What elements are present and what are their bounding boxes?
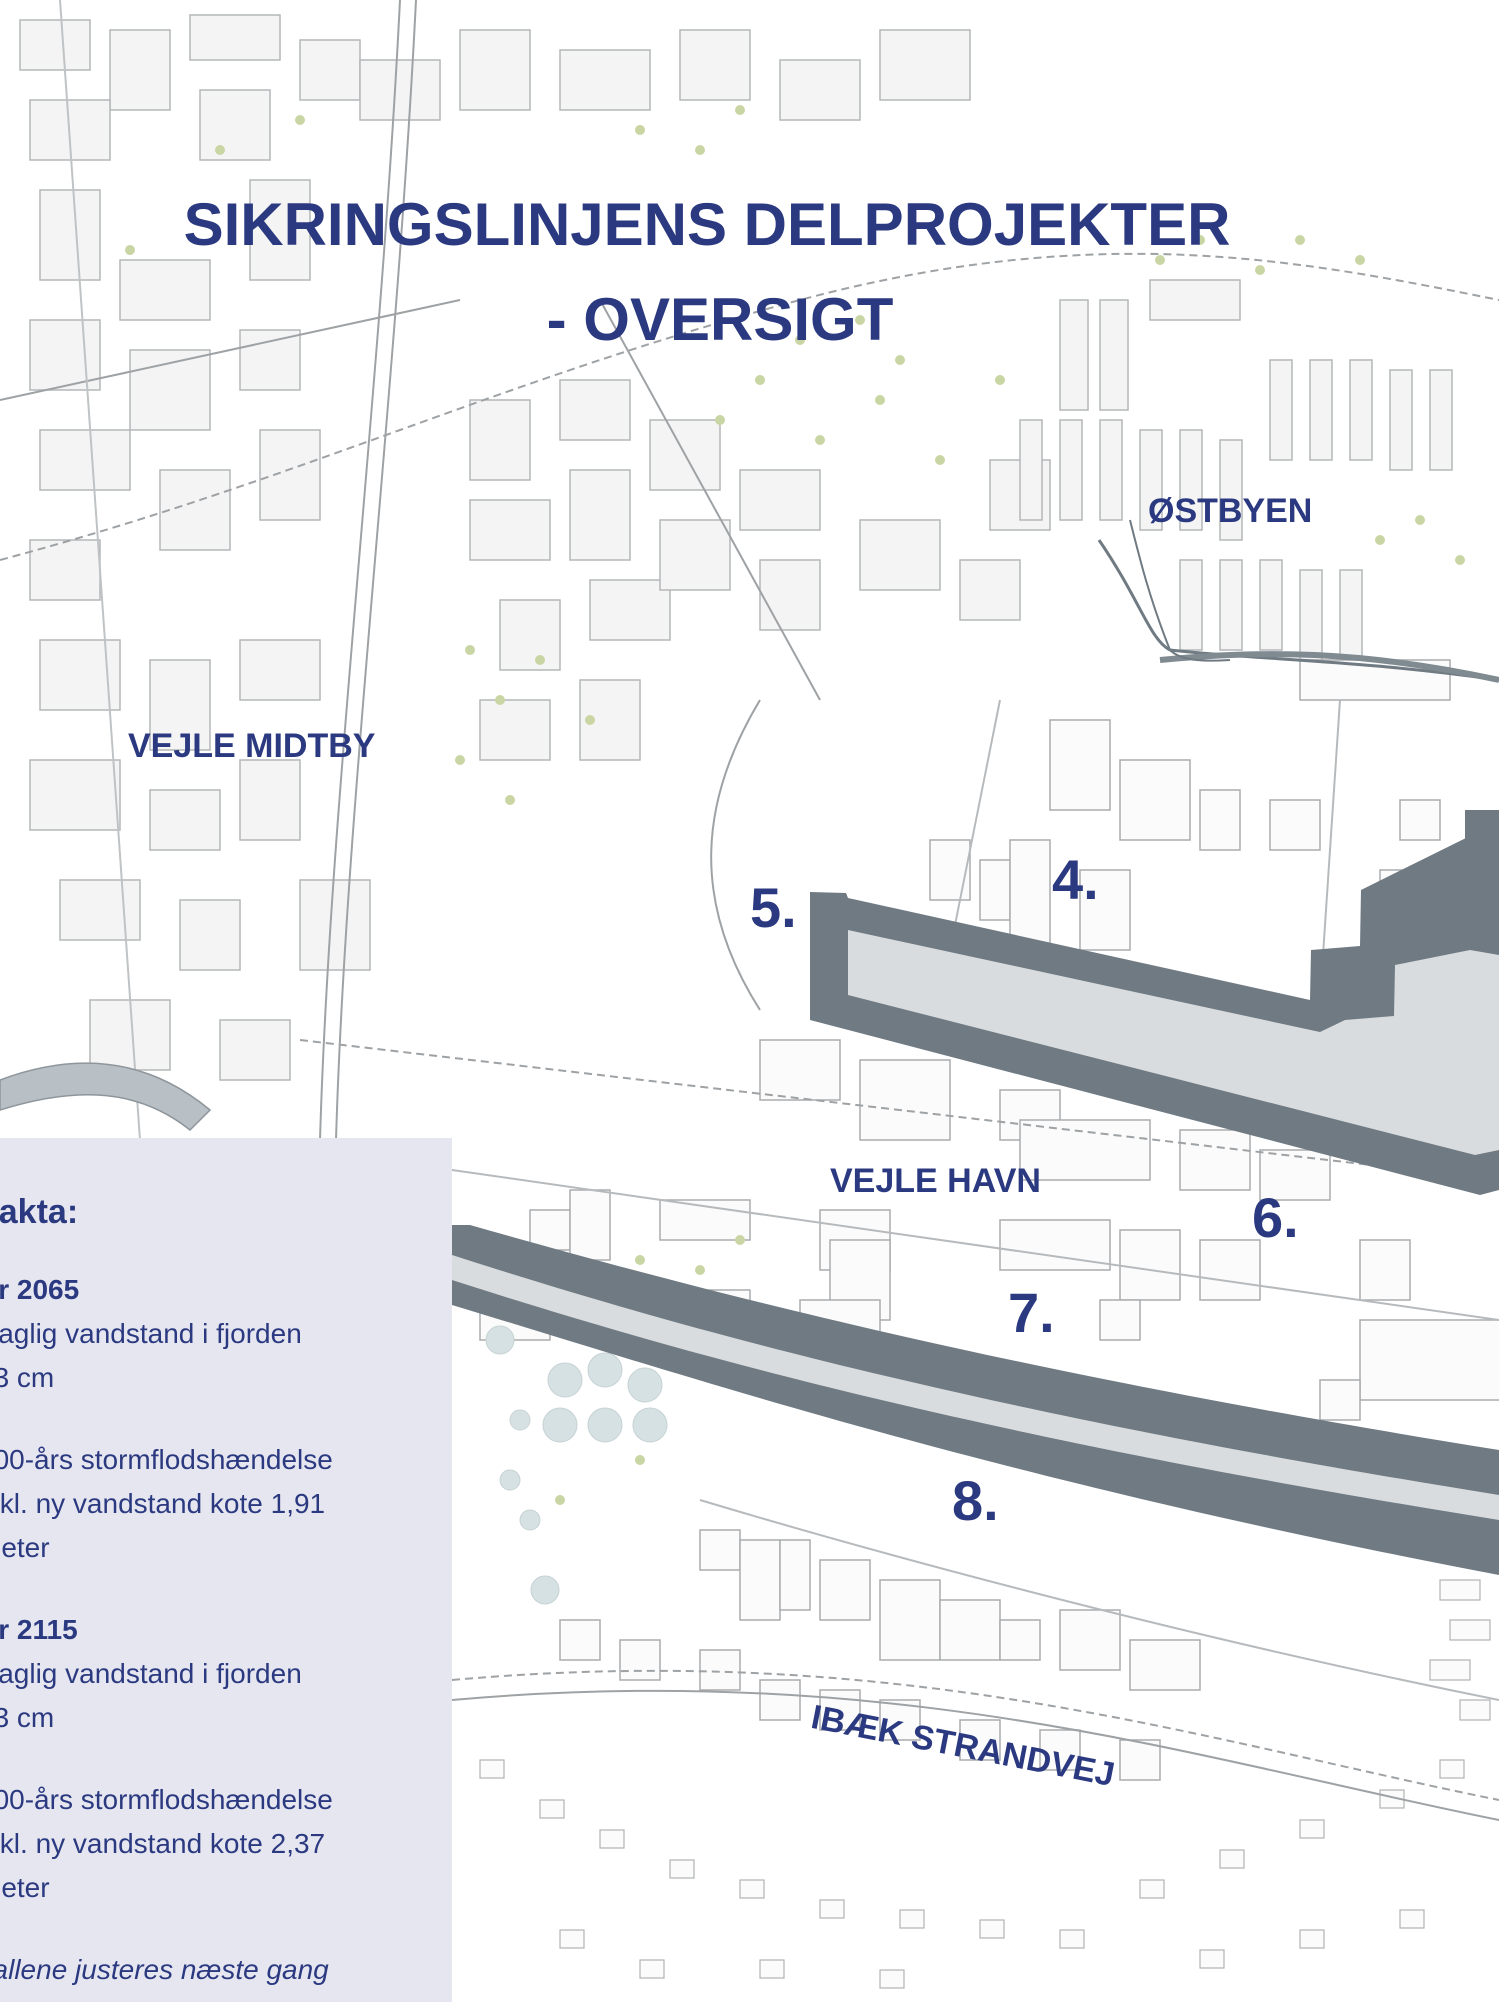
place-label-ostbyen: ØSTBYEN: [1148, 492, 1313, 530]
roads: [0, 0, 1499, 1821]
place-label-vejle-midtby: VEJLE MIDTBY: [128, 727, 376, 765]
facts-2115-storm-line-2: inkl. ny vandstand kote 2,37: [0, 1828, 326, 1859]
facts-note: Tallene justeres næste gang: [0, 1954, 329, 1985]
facts-year-2065: Ar 2065: [0, 1274, 80, 1305]
map-title-line-2: - OVERSIGT: [546, 286, 894, 353]
subproject-label-6: 6.: [1252, 1186, 1299, 1249]
map-title-line-1: SIKRINGSLINJENS DELPROJEKTER: [183, 191, 1231, 258]
subproject-label-5: 5.: [750, 876, 797, 939]
facts-content: Fakta: Ar 2065 Daglig vandstand i fjorde…: [0, 1190, 448, 1992]
place-label-vejle-havn: VEJLE HAVN: [830, 1162, 1041, 1200]
facts-2115-storm-line-3: meter: [0, 1872, 50, 1903]
harbour-buildings: [479, 659, 1499, 1781]
subproject-label-7: 7.: [1008, 1281, 1055, 1344]
protection-line-fjord: [452, 1225, 1499, 1575]
facts-2065-storm-line-3: meter: [0, 1532, 50, 1563]
facts-heading: Fakta:: [0, 1193, 79, 1231]
facts-year-2115: Ar 2115: [0, 1614, 78, 1645]
facts-2065-daily-line-2: 33 cm: [0, 1362, 55, 1393]
subproject-label-8: 8.: [952, 1469, 999, 1532]
facts-2065-storm-line-1: 100-års stormflodshændelse: [0, 1444, 333, 1475]
vegetation: [125, 105, 1465, 1505]
facts-2115-daily-line-2: 83 cm: [0, 1702, 55, 1733]
subproject-label-4: 4.: [1052, 848, 1099, 911]
district-boundary: [1129, 519, 1231, 662]
river: [0, 1062, 212, 1132]
facts-2115-daily-line-1: Daglig vandstand i fjorden: [0, 1658, 302, 1689]
facts-panel: Fakta: Ar 2065 Daglig vandstand i fjorde…: [0, 1138, 452, 2002]
treatment-tanks: [485, 1325, 668, 1605]
facts-2065-daily-line-1: Daglig vandstand i fjorden: [0, 1318, 302, 1349]
protection-line-harbour: [810, 810, 1499, 1195]
stream: [1159, 651, 1499, 683]
residential-blocks: [479, 1579, 1491, 1989]
facts-2065-storm-line-2: inkl. ny vandstand kote 1,91: [0, 1488, 326, 1519]
facts-2115-storm-line-1: 100-års stormflodshændelse: [0, 1784, 333, 1815]
